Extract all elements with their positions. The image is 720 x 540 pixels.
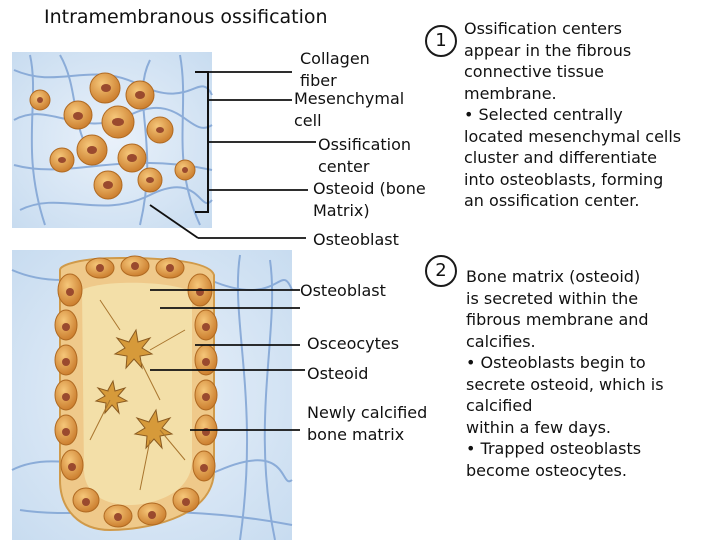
panel1-leader-lines [149,71,316,239]
label-osteoblast-1: Osteoblast [313,230,399,249]
step-2-marker: 2 [425,255,457,287]
label-newly-calcified-bone-matrix: Newly calcified bone matrix [307,403,428,444]
osteoblast-nuclei [62,262,210,521]
label-osteoblast-2: Osteoblast [300,281,386,300]
step-1-marker: 1 [425,25,457,57]
panel2-leader-lines [150,289,305,431]
label-collagen-fiber: Collagen fiber [300,49,370,90]
step-1-description: Ossification centers appear in the fibro… [464,19,682,210]
label-osteoid-bone-matrix: Osteoid (bone Matrix) [313,179,426,220]
label-osteoid: Osteoid [307,364,369,383]
diagram-title: Intramembranous ossification [44,6,328,28]
step-2-description: Bone matrix (osteoid) is secreted within… [466,267,664,480]
canaliculi [89,299,186,491]
label-ossification-center: Ossification center [318,135,412,176]
label-osteocytes: Osceocytes [307,334,400,353]
label-mesenchymal-cell: Mesenchymal cell [294,89,405,130]
panel2-tissue [11,250,293,540]
cell-nuclei [37,84,188,189]
panel1-tissue [12,52,213,228]
osteoid-core [82,282,192,505]
osteocytes [94,328,174,450]
